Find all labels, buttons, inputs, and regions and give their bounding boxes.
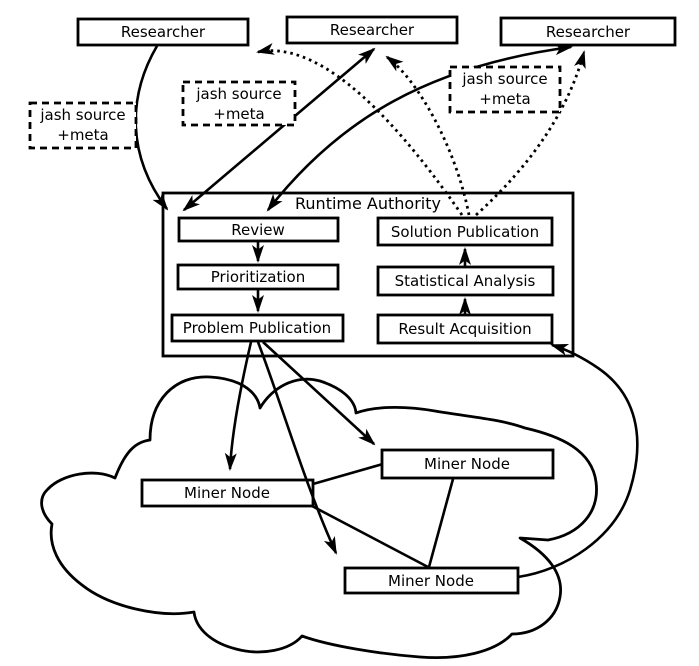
researcher-box-2 [285,15,459,45]
arrow-review-researcher2-bidirectional [182,47,376,212]
review-box [177,216,340,243]
jash-source-meta-box-2 [181,80,297,127]
jash-source-meta-line1-2: jash source [195,85,281,103]
miner-node-label-bottom: Miner Node [388,572,474,590]
jash-source-meta-line1-3: jash source [461,70,547,88]
arrow-researcher1-to-review [134,45,169,211]
arrow-review-researcher3-bidirectional [266,43,573,212]
prioritization-box [176,263,340,291]
researcher-label-3: Researcher [546,23,631,41]
review-label: Review [231,221,285,239]
link-miner-left-right [312,462,384,486]
jash-source-meta-line2-2: +meta [213,105,264,123]
runtime-authority-title: Runtime Authority [295,194,441,213]
researcher-label-1: Researcher [121,23,206,41]
statistical-analysis-box [376,265,555,297]
solution-publication-box [376,216,554,247]
jash-source-meta-box-1 [28,101,138,150]
jash-source-meta-box-3 [448,65,562,114]
jash-source-meta-line2-1: +meta [57,126,108,144]
miner-node-box-left [140,478,315,508]
arrow-miner-bottom-to-result-acquisition [517,343,639,579]
miner-node-label-left: Miner Node [184,484,270,502]
arrow-problem-publication-to-miner-bottom [256,341,338,555]
link-miner-right-bottom [427,478,455,568]
miner-node-label-right: Miner Node [424,455,510,473]
researcher-label-2: Researcher [330,21,415,39]
miner-node-box-bottom [343,566,520,595]
statistical-analysis-label: Statistical Analysis [395,272,536,290]
solution-publication-label: Solution Publication [391,223,539,241]
researcher-box-1 [76,17,250,47]
miner-node-box-right [380,448,555,480]
jash-source-meta-line1-1: jash source [39,106,125,124]
arrow-problem-publication-to-miner-right [262,341,376,446]
miner-network-cloud [40,375,598,659]
prioritization-label: Prioritization [211,268,305,286]
jash-source-meta-line2-3: +meta [479,90,530,108]
link-miner-left-bottom [311,504,429,569]
arrow-problem-publication-to-miner-left [224,341,253,471]
dotted-arrow-solution-publication-to-researcher3 [475,50,586,217]
dotted-arrow-solution-publication-to-researcher1 [256,42,464,216]
researcher-box-3 [499,16,677,47]
problem-publication-box [170,313,345,343]
problem-publication-label: Problem Publication [183,319,331,337]
result-acquisition-box [376,313,554,345]
dotted-arrow-solution-publication-to-researcher2 [385,55,471,216]
result-acquisition-label: Result Acquisition [398,320,531,338]
